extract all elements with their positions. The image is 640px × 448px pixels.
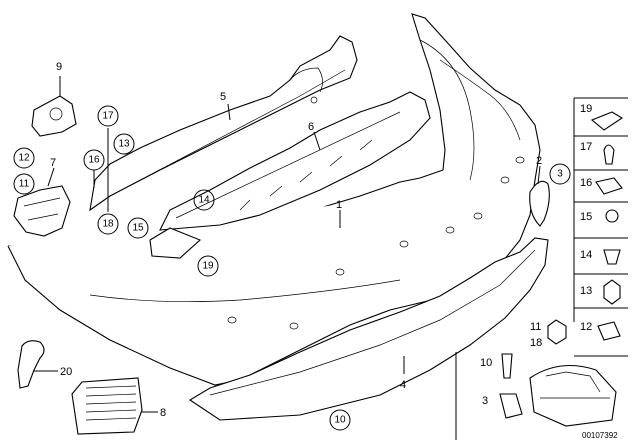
circled-label-19: 19 — [202, 261, 214, 272]
label-6: 6 — [308, 121, 314, 133]
circled-label-16: 16 — [88, 155, 100, 166]
legend-label-13: 13 — [580, 285, 592, 297]
catalog-number: 00107392 — [582, 431, 618, 440]
label-4: 4 — [400, 379, 406, 391]
carrier-bracket — [89, 35, 358, 212]
circled-label-18: 18 — [102, 219, 114, 230]
circled-labels: 12 11 17 16 13 18 14 15 19 3 10 — [13, 105, 571, 431]
circled-label-17: 17 — [102, 111, 114, 122]
energy-absorber — [149, 91, 431, 259]
retainer-icon — [499, 393, 523, 419]
legend-label-10: 10 — [480, 357, 492, 369]
label-8: 8 — [160, 407, 166, 419]
legend-label-15: 15 — [580, 211, 592, 223]
label-5: 5 — [220, 91, 226, 103]
circled-label-12: 12 — [18, 153, 30, 164]
label-1: 1 — [336, 199, 342, 211]
legend-label-16: 16 — [580, 177, 592, 189]
legend-label-12: 12 — [580, 321, 592, 333]
clip-part-20 — [17, 340, 45, 389]
label-7: 7 — [50, 157, 56, 169]
bracket-part-7 — [13, 185, 71, 237]
rivet-icon — [605, 209, 619, 223]
bumper-cover — [7, 13, 541, 386]
legend-label-14: 14 — [580, 249, 592, 261]
clip-icon — [590, 111, 624, 131]
circled-label-14: 14 — [198, 195, 210, 206]
label-9: 9 — [56, 61, 62, 73]
legend-label-19: 19 — [580, 103, 592, 115]
legend-label-17: 17 — [580, 141, 592, 153]
label-20: 20 — [60, 366, 72, 378]
nut-icon — [547, 319, 567, 345]
legend-panel — [455, 97, 628, 440]
hex-nut-icon — [603, 279, 621, 305]
pin-icon — [501, 353, 513, 379]
vehicle-icon — [529, 365, 617, 427]
speed-nut-icon — [597, 321, 621, 341]
bolt-icon — [603, 249, 621, 265]
circled-label-10: 10 — [334, 415, 346, 426]
circled-label-11: 11 — [19, 179, 30, 190]
circled-label-13: 13 — [118, 139, 130, 150]
screw-icon — [603, 144, 615, 165]
circled-label-15: 15 — [132, 223, 144, 234]
circled-label-3: 3 — [557, 169, 563, 180]
nut-clip-icon — [595, 177, 623, 195]
legend-label-18: 18 — [530, 337, 542, 349]
leader-lines — [34, 76, 541, 413]
legend-label-11: 11 — [530, 321, 541, 333]
diffuser-trim — [188, 237, 549, 421]
gasket-part-9 — [31, 95, 77, 137]
plug-part-2 — [529, 180, 550, 227]
reflector-part-8 — [71, 377, 143, 435]
label-2: 2 — [536, 155, 542, 167]
legend-label-3: 3 — [482, 395, 488, 407]
